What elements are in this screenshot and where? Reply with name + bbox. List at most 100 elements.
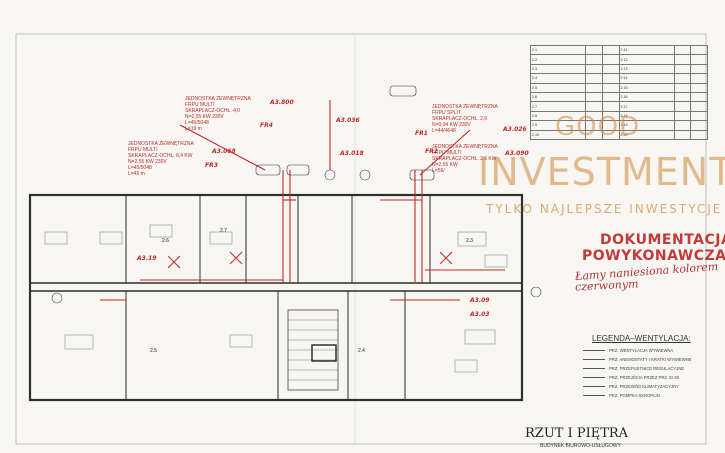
legend-item: PRZ. PRZEJŚCIA PRZEZ PRZ. EI 60 (583, 373, 692, 382)
outdoor-unit-label-c: JEDNOSTKA ZEWNĘTRZNA FRPU SPLIT SKRAPLAC… (432, 104, 498, 134)
watermark-brand-top: GOOD (555, 112, 641, 142)
refrigerant-lines (100, 100, 505, 301)
spec-table-cell: 2.14 (618, 73, 675, 84)
red-tag: FR2 (425, 148, 438, 155)
spec-table-cell (585, 91, 603, 103)
spec-table-cell: 2.4 (529, 73, 587, 84)
spec-table-cell (690, 82, 708, 93)
spec-table-cell: 2.15 (618, 82, 675, 93)
spec-table-cell (601, 91, 620, 103)
section-markers (51, 169, 542, 304)
spec-table-cell: 2.5 (529, 82, 587, 93)
legend-item: PRZ. ANEMOSTATY I KRATKI WYWIEWNE (583, 355, 692, 364)
spec-table-cell (585, 63, 603, 75)
red-crosses (167, 251, 453, 269)
spec-table-cell (673, 101, 692, 112)
spec-table-cell (673, 82, 692, 93)
outdoor-unit-label-b: JEDNOSTKA ZEWNĘTRZNA FRPU MULTI SKRAPLAC… (128, 141, 194, 177)
spec-table-row: 2.2 2.12 (529, 54, 708, 65)
legend-title: LEGENDA–WENTYLACJA: (592, 334, 691, 343)
spec-table-cell: 2.3 (529, 63, 587, 75)
spec-table-cell (690, 73, 708, 84)
red-tag: A3.09 (470, 297, 490, 304)
spec-table-cell (673, 129, 692, 140)
red-tag: FR1 (415, 130, 428, 137)
spec-table-cell (673, 63, 692, 75)
spec-table-cell (601, 44, 620, 56)
spec-table-cell (690, 120, 708, 131)
spec-table-row: 2.5 2.15 (529, 82, 708, 93)
spec-table-cell (585, 101, 603, 112)
spec-table-cell (673, 73, 692, 84)
legend-item: PRZ. PRZEWÓD KLIMATYZACYJNY (583, 382, 692, 391)
stamp-line-2: POWYKONAWCZA (582, 248, 725, 264)
red-tag: A3.068 (212, 148, 236, 155)
spec-table-cell: 2.6 (529, 91, 587, 103)
room-number: 2.4 (358, 348, 365, 354)
spec-table-cell (690, 54, 708, 65)
spec-table-cell: 2.13 (618, 63, 675, 75)
drawing-subtitle: BUDYNEK BIUROWO-USŁUGOWY (540, 443, 621, 449)
spec-table-cell (585, 82, 603, 93)
spec-table-cell (690, 101, 708, 112)
spec-table-cell (601, 54, 620, 65)
spec-table-cell (690, 44, 708, 56)
spec-table-cell (673, 91, 692, 103)
legend-list: PRZ. WENTYLACJA WYWIEWNA PRZ. ANEMOSTATY… (583, 346, 692, 400)
red-tag: A3.018 (340, 150, 364, 157)
spec-table-cell: 2.2 (529, 54, 587, 65)
sheet-frame (15, 33, 707, 445)
room-number: 2.7 (220, 228, 227, 234)
spec-table-row: 2.3 2.13 (529, 63, 708, 75)
spec-table-cell: 2.7 (529, 101, 587, 112)
spec-table-cell (585, 73, 603, 84)
spec-table-cell (585, 54, 603, 65)
spec-table-cell: 2.20 (618, 129, 675, 140)
spec-table-cell (673, 54, 692, 65)
red-tag: A3.026 (503, 126, 527, 133)
spec-table-cell (690, 129, 708, 140)
watermark-brand-main: INVESTMENT (478, 150, 725, 194)
spec-table-cell (601, 63, 620, 75)
legend-item: PRZ. POMPKA SKROPLIN (583, 391, 692, 400)
legend-item: PRZ. WENTYLACJA WYWIEWNA (583, 346, 692, 355)
spec-table-cell: 2.1 (529, 44, 587, 56)
spec-table-cell (673, 120, 692, 131)
spec-table-cell (673, 110, 692, 122)
spec-table-row: 2.6 2.16 (529, 91, 708, 103)
stamp-line-1: DOKUMENTACJA (600, 232, 725, 248)
red-tag: A3.03 (470, 311, 490, 318)
spec-table-row: 2.10 2.20 (529, 129, 708, 140)
spec-table-cell: 2.10 (529, 129, 587, 140)
room-number: 2.3 (466, 238, 473, 244)
spec-table-row: 2.4 2.14 (529, 73, 708, 84)
spec-table-cell (690, 63, 708, 75)
outdoor-unit-label-d: JEDNOSTKA ZEWNĘTRZNA FRPU MULTI SKRAPLAC… (432, 144, 498, 174)
lift-shaft (311, 344, 337, 362)
outdoor-unit-markers (255, 85, 435, 181)
spec-table-cell (601, 73, 620, 84)
spec-table-cell (601, 82, 620, 93)
outdoor-unit-label-a: JEDNOSTKA ZEWNĘTRZNA FRPU MULTI SKRAPLAC… (185, 96, 251, 132)
stair-steps (288, 319, 338, 381)
spec-table-cell (585, 44, 603, 56)
red-tag: FR3 (205, 162, 218, 169)
spec-table-row: 2.1 2.11 (529, 44, 708, 56)
legend-item: PRZ. PRZEPUSTNICE REGULACYJNE (583, 364, 692, 373)
red-tag: A3.19 (137, 255, 157, 262)
drawing-title: RZUT I PIĘTRA (525, 426, 629, 441)
spec-table-cell (601, 101, 620, 112)
room-number: 2.5 (150, 348, 157, 354)
spec-table-cell: 2.12 (618, 54, 675, 65)
spec-table-cell: 2.11 (618, 44, 675, 56)
red-tag: A3.036 (336, 117, 360, 124)
spec-table-cell (673, 44, 692, 56)
desks (44, 224, 508, 373)
outer-wall (28, 193, 524, 402)
spec-table-cell: 2.16 (618, 91, 675, 103)
spec-table-cell: 2.17 (618, 101, 675, 112)
